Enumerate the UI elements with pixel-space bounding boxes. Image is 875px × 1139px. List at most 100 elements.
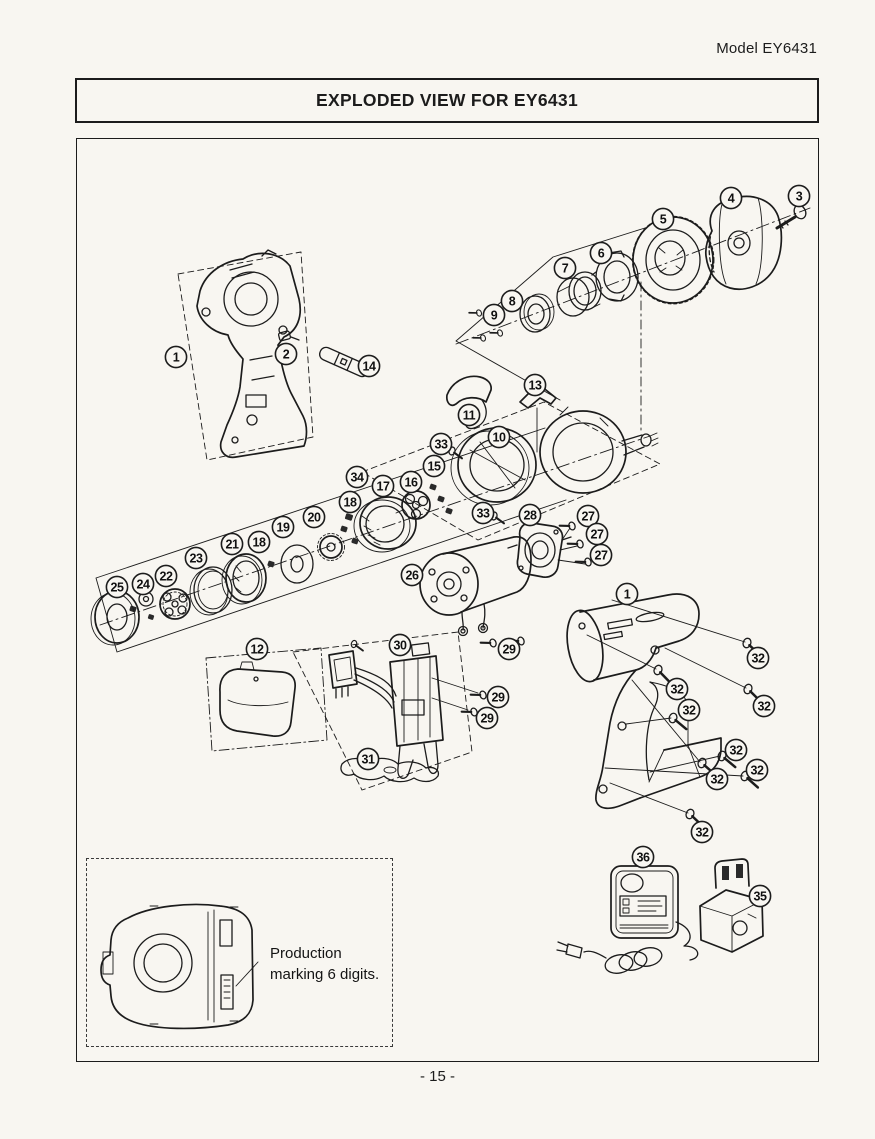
callout-18: 18 bbox=[338, 490, 362, 514]
lever-13-drawing bbox=[519, 386, 557, 453]
callout-33: 33 bbox=[471, 501, 495, 525]
callout-21: 21 bbox=[220, 532, 244, 556]
gearbox-10-drawing bbox=[450, 406, 659, 506]
callout-8: 8 bbox=[500, 289, 524, 313]
svg-text:28: 28 bbox=[523, 508, 537, 522]
svg-text:34: 34 bbox=[350, 470, 364, 484]
callout-27: 27 bbox=[585, 522, 609, 546]
svg-text:12: 12 bbox=[250, 642, 264, 656]
callout-32: 32 bbox=[745, 758, 769, 782]
svg-text:32: 32 bbox=[750, 763, 764, 777]
svg-text:1: 1 bbox=[173, 350, 180, 364]
construction-lines bbox=[95, 207, 811, 791]
screws-29-drawing bbox=[431, 634, 527, 721]
svg-text:22: 22 bbox=[159, 569, 173, 583]
gear-train-drawing bbox=[90, 533, 345, 646]
callout-4: 4 bbox=[719, 186, 743, 210]
callout-32: 32 bbox=[705, 767, 729, 791]
svg-text:32: 32 bbox=[695, 825, 709, 839]
svg-text:29: 29 bbox=[502, 642, 516, 656]
callout-35: 35 bbox=[748, 884, 772, 908]
right-housing-drawing bbox=[566, 593, 766, 828]
svg-text:15: 15 bbox=[427, 459, 441, 473]
svg-text:30: 30 bbox=[393, 638, 407, 652]
callout-6: 6 bbox=[589, 241, 613, 265]
svg-text:10: 10 bbox=[492, 430, 506, 444]
callout-14: 14 bbox=[357, 354, 381, 378]
production-marking-note: Production marking 6 digits. bbox=[270, 945, 380, 983]
callout-10: 10 bbox=[487, 425, 511, 449]
callout-29: 29 bbox=[475, 706, 499, 730]
svg-text:27: 27 bbox=[594, 548, 608, 562]
svg-text:18: 18 bbox=[252, 535, 266, 549]
ring-gear-17-drawing bbox=[353, 496, 417, 553]
svg-text:1: 1 bbox=[624, 587, 631, 601]
svg-text:35: 35 bbox=[753, 889, 767, 903]
page-number: - 15 - bbox=[419, 1068, 455, 1085]
svg-text:7: 7 bbox=[562, 261, 569, 275]
svg-text:36: 36 bbox=[636, 850, 650, 864]
callout-11: 11 bbox=[457, 403, 481, 427]
svg-text:2: 2 bbox=[283, 347, 290, 361]
svg-text:11: 11 bbox=[463, 408, 476, 422]
callout-32: 32 bbox=[752, 694, 776, 718]
callout-29: 29 bbox=[497, 637, 521, 661]
svg-text:32: 32 bbox=[682, 703, 696, 717]
svg-text:32: 32 bbox=[670, 682, 684, 696]
svg-text:23: 23 bbox=[189, 551, 203, 565]
svg-text:14: 14 bbox=[362, 359, 376, 373]
svg-text:27: 27 bbox=[590, 527, 604, 541]
callout-22: 22 bbox=[154, 564, 178, 588]
callout-27: 27 bbox=[589, 543, 613, 567]
callout-19: 19 bbox=[271, 515, 295, 539]
callout-18: 18 bbox=[247, 530, 271, 554]
callout-5: 5 bbox=[651, 207, 675, 231]
title-box: EXPLODED VIEW FOR EY6431 bbox=[75, 78, 819, 123]
callout-23: 23 bbox=[184, 546, 208, 570]
page-title: EXPLODED VIEW FOR EY6431 bbox=[316, 90, 578, 110]
callout-26: 26 bbox=[400, 563, 424, 587]
callout-32: 32 bbox=[724, 738, 748, 762]
clip-2-drawing bbox=[277, 330, 300, 342]
svg-text:31: 31 bbox=[361, 752, 375, 766]
svg-text:20: 20 bbox=[307, 510, 321, 524]
svg-text:3: 3 bbox=[796, 189, 803, 203]
callout-17: 17 bbox=[371, 474, 395, 498]
chuck-4-drawing bbox=[704, 195, 783, 291]
svg-text:5: 5 bbox=[660, 212, 667, 226]
svg-text:6: 6 bbox=[598, 246, 605, 260]
callout-12: 12 bbox=[245, 637, 269, 661]
svg-text:32: 32 bbox=[757, 699, 771, 713]
svg-text:9: 9 bbox=[491, 308, 498, 322]
svg-text:8: 8 bbox=[509, 294, 516, 308]
callout-32: 32 bbox=[690, 820, 714, 844]
callout-15: 15 bbox=[422, 454, 446, 478]
svg-text:18: 18 bbox=[343, 495, 357, 509]
callout-29: 29 bbox=[486, 685, 510, 709]
svg-text:32: 32 bbox=[751, 651, 765, 665]
gasket-31-drawing bbox=[340, 757, 440, 783]
svg-text:19: 19 bbox=[276, 520, 290, 534]
svg-text:16: 16 bbox=[404, 475, 418, 489]
callout-7: 7 bbox=[553, 256, 577, 280]
svg-text:25: 25 bbox=[110, 580, 124, 594]
callout-1: 1 bbox=[615, 582, 639, 606]
callout-27: 27 bbox=[576, 504, 600, 528]
battery-35-drawing bbox=[699, 858, 764, 953]
model-label: Model EY6431 bbox=[716, 40, 817, 57]
svg-text:33: 33 bbox=[434, 437, 448, 451]
callout-25: 25 bbox=[105, 575, 129, 599]
callout-33: 33 bbox=[429, 432, 453, 456]
svg-text:13: 13 bbox=[528, 378, 542, 392]
screw-3-drawing bbox=[775, 204, 807, 230]
svg-text:17: 17 bbox=[376, 479, 390, 493]
svg-text:32: 32 bbox=[729, 743, 743, 757]
svg-text:33: 33 bbox=[476, 506, 490, 520]
left-housing-drawing bbox=[196, 249, 308, 459]
callout-9: 9 bbox=[482, 303, 506, 327]
callout-32: 32 bbox=[746, 646, 770, 670]
sleeve-7-drawing bbox=[556, 271, 602, 317]
